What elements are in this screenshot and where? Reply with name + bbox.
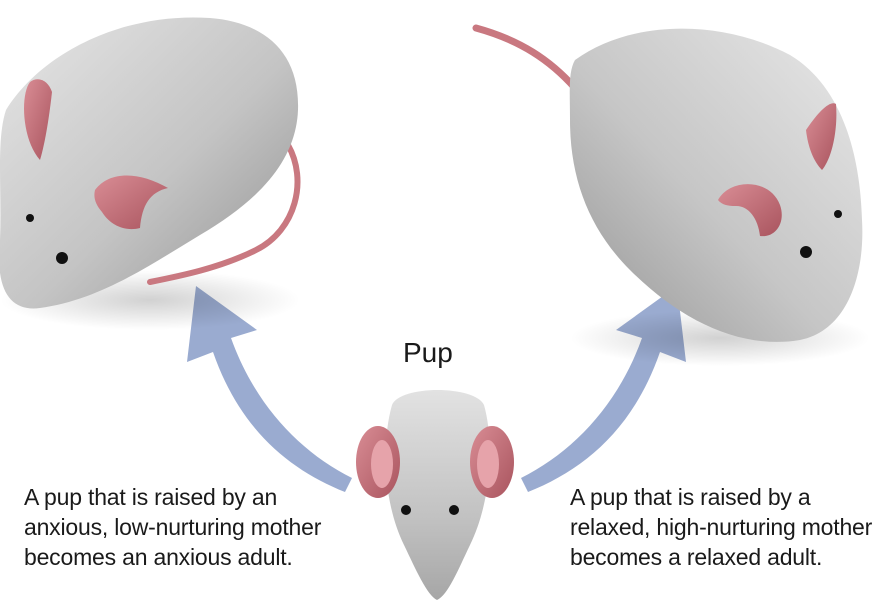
caption-line: A pup that is raised by an xyxy=(24,482,321,512)
pup-eye xyxy=(449,505,459,515)
caption-line: becomes a relaxed adult. xyxy=(570,542,872,572)
body xyxy=(0,17,298,308)
caption-line: anxious, low-nurturing mother xyxy=(24,512,321,542)
pup-mouse xyxy=(356,390,514,600)
eye xyxy=(56,252,68,264)
pup-label: Pup xyxy=(403,337,453,369)
caption-line: becomes an anxious adult. xyxy=(24,542,321,572)
body xyxy=(570,29,863,342)
relaxed-caption: A pup that is raised by a relaxed, high-… xyxy=(570,482,872,572)
eye xyxy=(800,246,812,258)
caption-line: A pup that is raised by a xyxy=(570,482,872,512)
pup-eye xyxy=(401,505,411,515)
anxious-adult-mouse xyxy=(0,17,300,330)
eye xyxy=(26,214,34,222)
relaxed-adult-mouse xyxy=(476,28,870,366)
tail xyxy=(476,28,575,88)
caption-line: relaxed, high-nurturing mother xyxy=(570,512,872,542)
eye xyxy=(834,210,842,218)
anxious-caption: A pup that is raised by an anxious, low-… xyxy=(24,482,321,572)
pup-body xyxy=(386,390,490,600)
